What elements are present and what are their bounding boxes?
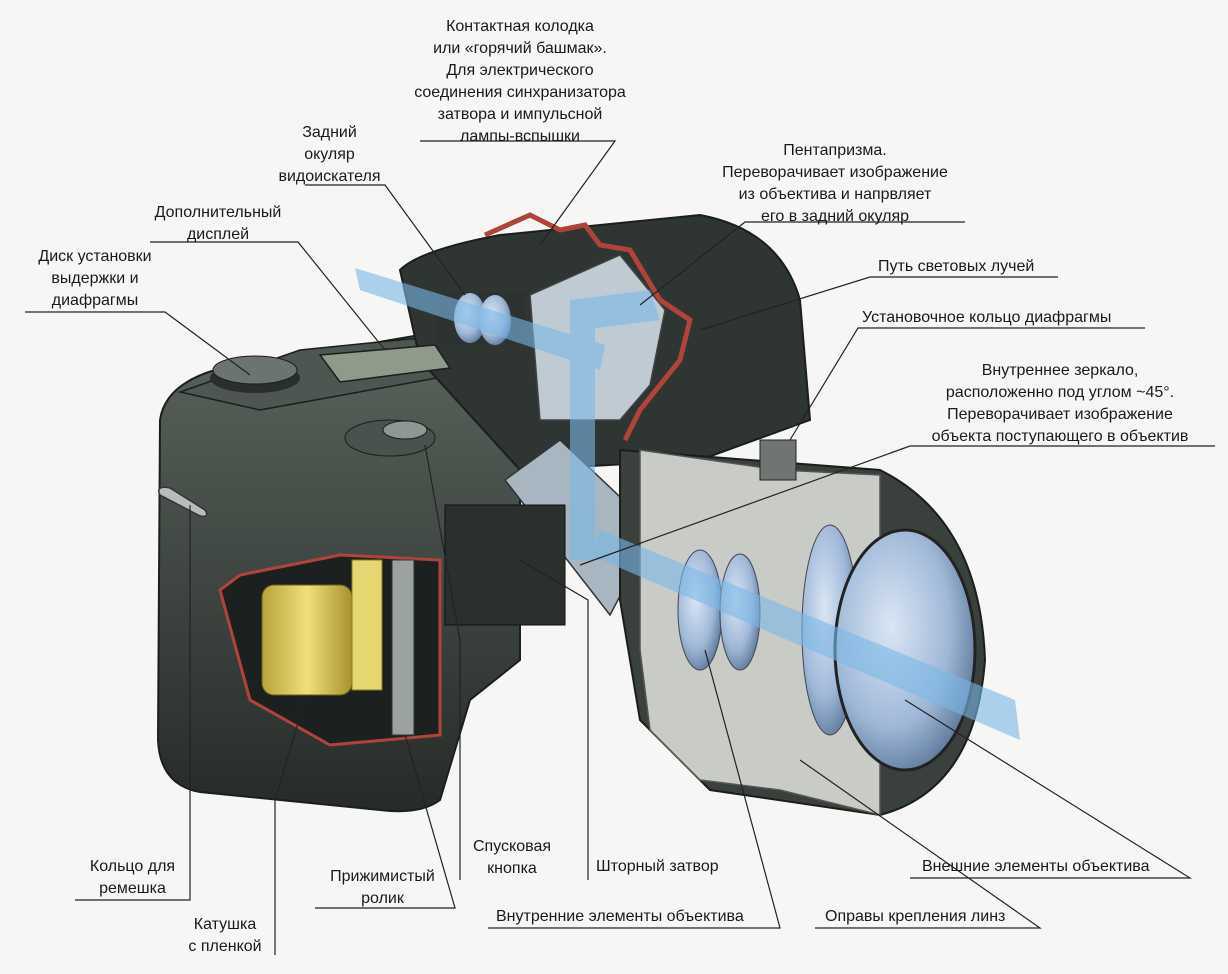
label-shutter-button: Спусковая кнопка — [473, 838, 551, 877]
label-mirror: Внутреннее зеркало, расположенно под угл… — [931, 362, 1189, 445]
label-dial: Диск установки выдержки и диафрагмы — [38, 248, 152, 309]
film-chamber — [218, 553, 442, 747]
curtain-shutter — [444, 504, 566, 626]
label-rear-eyepiece: Задний окуляр видоискателя — [278, 124, 381, 185]
label-strap-ring: Кольцо для ремешка — [89, 858, 176, 897]
label-extra-display: Дополнительный дисплей — [154, 204, 282, 243]
label-pentaprism: Пентапризма. Переворачивает изображение … — [722, 142, 948, 225]
shutter-speed-dial — [210, 355, 300, 393]
shutter-button — [344, 419, 436, 457]
label-hot-shoe: Контактная колодка или «горячий башмак».… — [414, 18, 626, 145]
film-strip — [351, 559, 383, 691]
extra-display — [318, 344, 452, 383]
cutaway-outline — [483, 212, 693, 442]
label-light-path: Путь световых лучей — [878, 258, 1035, 275]
label-aperture-ring: Установочное кольцо диафрагмы — [862, 309, 1112, 326]
label-outer-lens: Внешние элементы объектива — [922, 858, 1150, 875]
light-path — [355, 268, 1020, 740]
pressure-roller — [391, 559, 415, 736]
label-lens-mounts: Оправы крепления линз — [825, 908, 1006, 925]
label-film-spool: Катушка с пленкой — [188, 916, 262, 955]
label-pressure-roller: Прижимистый ролик — [330, 868, 435, 907]
film-spool — [261, 584, 353, 696]
aperture-ring — [759, 439, 797, 481]
label-curtain-shutter: Шторный затвор — [596, 858, 719, 875]
leader-lines — [25, 140, 1215, 955]
label-inner-lens: Внутренние элементы объектива — [496, 908, 744, 925]
strap-ring — [158, 486, 208, 518]
